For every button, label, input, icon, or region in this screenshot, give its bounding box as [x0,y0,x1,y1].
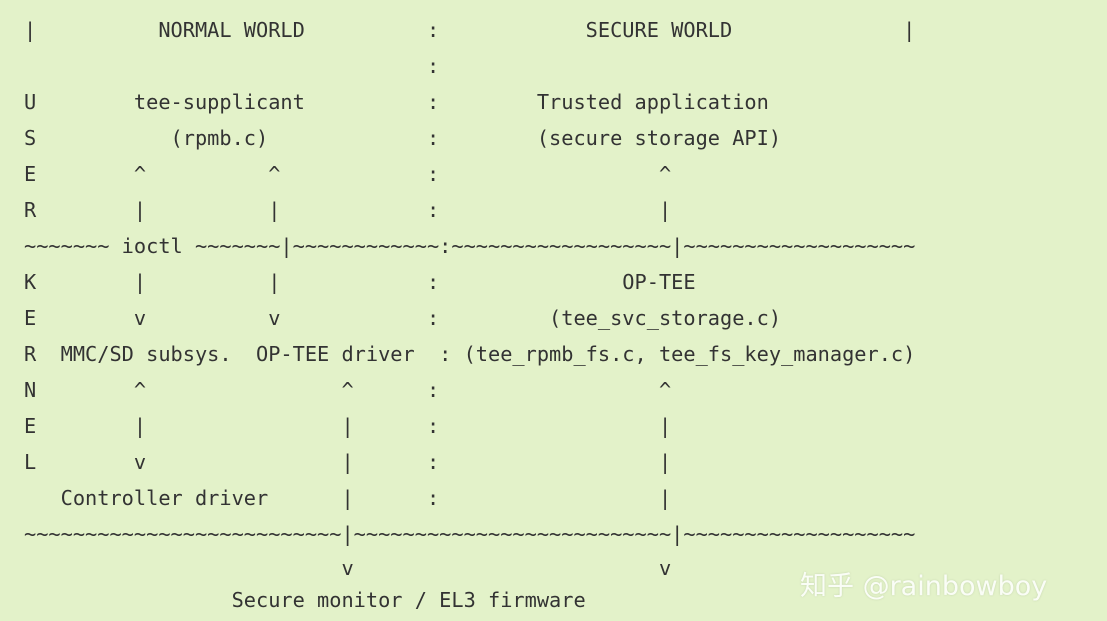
diagram-line-el3-boundary: ~~~~~~~~~~~~~~~~~~~~~~~~~~|~~~~~~~~~~~~~… [24,522,916,546]
diagram-line-monitor-arrows: v v [24,556,672,580]
diagram-line-divider: : [24,54,440,78]
diagram-line-kernel-pipes: E | | : | [24,414,672,438]
diagram-line-controller: Controller driver | : | [24,486,672,510]
diagram-line-world-headers: | NORMAL WORLD : SECURE WORLD | [24,18,916,42]
diagram-line-up-arrows: E ^ ^ : ^ [24,162,672,186]
diagram-line-ioctl-boundary: ~~~~~~~ ioctl ~~~~~~~|~~~~~~~~~~~~:~~~~~… [24,234,916,258]
diagram-line-kernel-drivers: R MMC/SD subsys. OP-TEE driver : (tee_rp… [24,342,916,366]
diagram-line-down-arrows: E v v : (tee_svc_storage.c) [24,306,782,330]
diagram-line-connectors: R | | : | [24,198,672,222]
diagram-line-user-apps: U tee-supplicant : Trusted application [24,90,769,114]
diagram-line-kernel-down: L v | : | [24,450,672,474]
zhihu-watermark: 知乎 @rainbowboy [800,571,1048,602]
diagram-line-optee: K | | : OP-TEE [24,270,696,294]
diagram-line-secure-monitor: Secure monitor / EL3 firmware [24,588,586,612]
diagram-line-user-sources: S (rpmb.c) : (secure storage API) [24,126,782,150]
diagram-line-kernel-up: N ^ ^ : ^ [24,378,672,402]
